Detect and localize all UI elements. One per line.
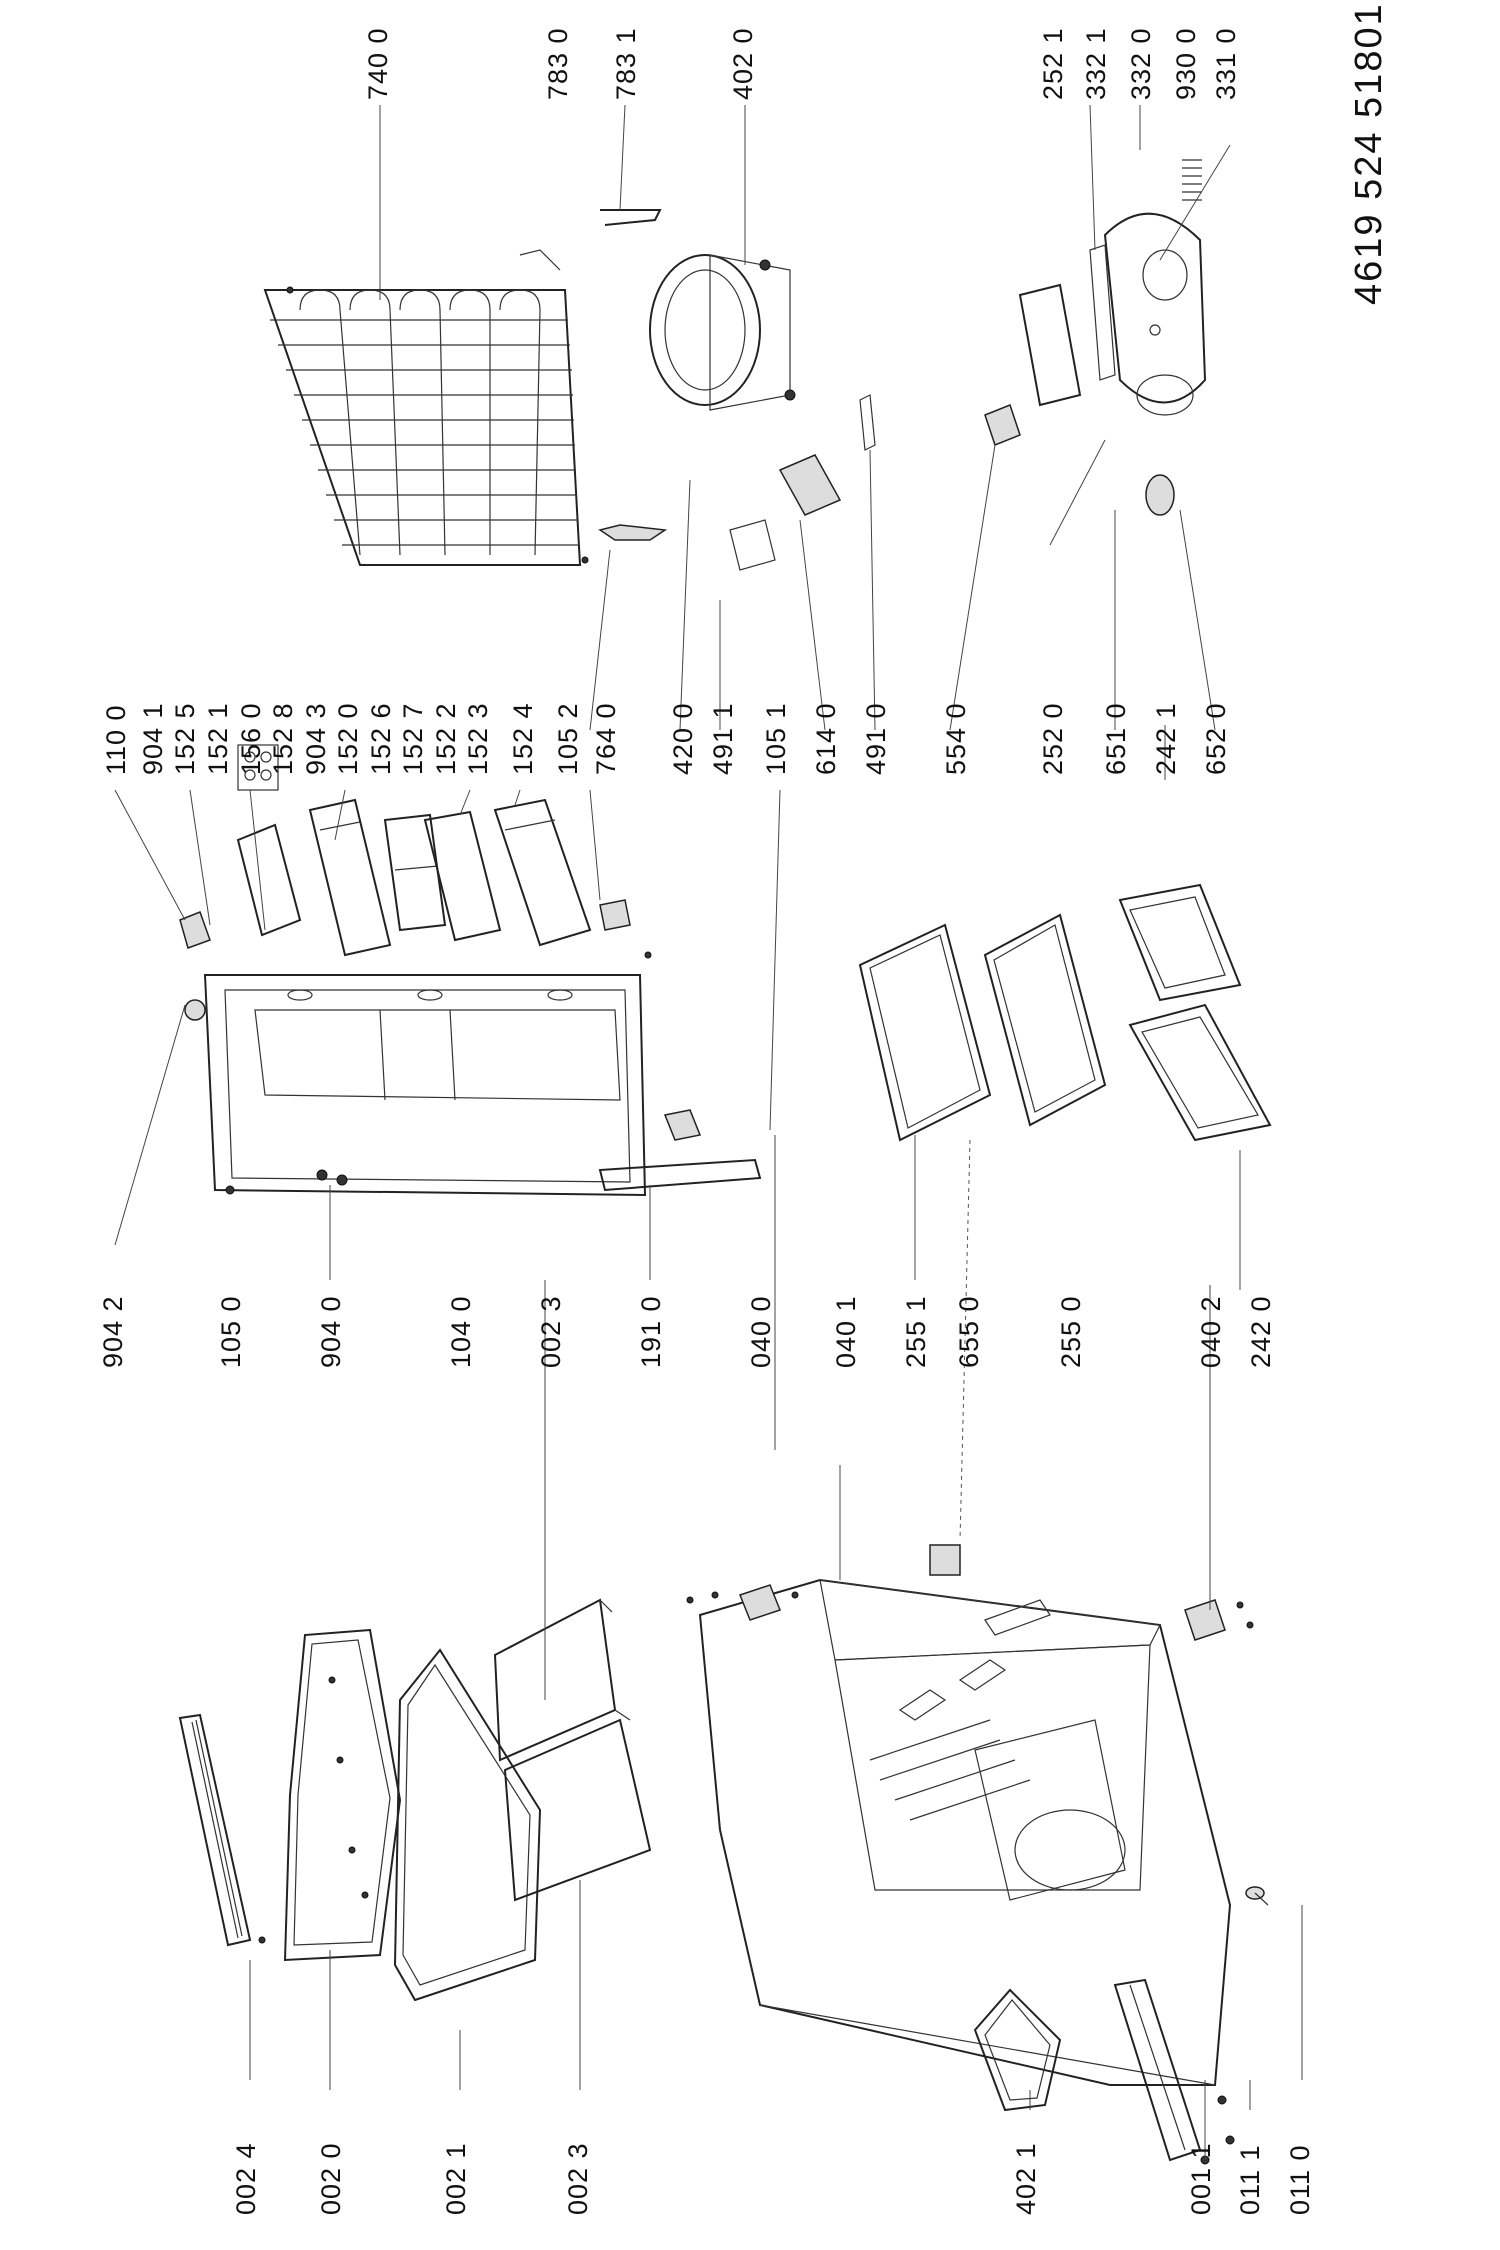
- label-0021: 002 1: [441, 2142, 471, 2215]
- hinge-bottom-0402: [1184, 1599, 1254, 1641]
- label-7400: 740 0: [363, 27, 393, 100]
- bracket-4911: [729, 519, 776, 571]
- label-7640: 764 0: [591, 702, 621, 775]
- label-1052: 105 2: [553, 702, 583, 775]
- bin-1527: [383, 813, 447, 932]
- bracket-1052: [599, 899, 652, 959]
- drier-7640: [598, 524, 668, 541]
- screws-9040: [316, 1169, 348, 1186]
- label-1100: 110 0: [101, 704, 131, 775]
- label-2420: 242 0: [1246, 1295, 1276, 1368]
- label-0400: 040 0: [746, 1295, 776, 1368]
- label-0023b: 002 3: [536, 1295, 566, 1368]
- label-1910: 191 0: [636, 1295, 666, 1368]
- label-0401: 040 1: [831, 1295, 861, 1368]
- label-0111: 011 1: [1235, 2144, 1265, 2215]
- tray-2550: [983, 913, 1107, 1127]
- document-number: 4619 524 51801: [1348, 2, 1390, 305]
- rail-0011: [1113, 1978, 1235, 2165]
- tray-2551: [858, 923, 992, 1142]
- label-1526: 152 6: [366, 702, 396, 775]
- label-2421: 242 1: [1151, 702, 1181, 775]
- relay-6140: [778, 454, 842, 516]
- label-1522: 152 2: [431, 702, 461, 775]
- egg-tray-1560: [237, 744, 279, 791]
- label-9043: 904 3: [301, 702, 331, 775]
- label-4200: 420 0: [668, 702, 698, 775]
- trim-1910: [598, 1109, 762, 1192]
- bin-1524: [493, 798, 592, 947]
- label-0023a: 002 3: [563, 2142, 593, 2215]
- label-6550: 655 0: [954, 1295, 984, 1368]
- thermostat-housing-2520: [1103, 212, 1207, 416]
- part-4910: [859, 394, 876, 451]
- label-1524: 152 4: [508, 702, 538, 775]
- lamp-6550: [929, 1544, 961, 1576]
- label-9042: 904 2: [98, 1295, 128, 1368]
- door-handle-0024: [178, 1713, 266, 1947]
- label-0110: 011 0: [1285, 2144, 1315, 2215]
- hinge-top-0400: [686, 1584, 799, 1621]
- spring-9300: [1182, 159, 1202, 201]
- label-2550: 255 0: [1056, 1295, 1086, 1368]
- label-7830: 783 0: [543, 27, 573, 100]
- label-4910: 491 0: [861, 702, 891, 775]
- lamp-cover-2521: [1018, 283, 1082, 407]
- bin-1523: [423, 810, 502, 942]
- label-2551: 255 1: [901, 1295, 931, 1368]
- label-2520: 252 0: [1038, 702, 1068, 775]
- label-9300: 930 0: [1171, 27, 1201, 100]
- control-box-4021: [973, 1988, 1062, 2112]
- leader-lines: [114, 104, 1303, 2160]
- bulb-6510: [1145, 474, 1175, 516]
- pipe-7831: [519, 209, 662, 271]
- label-1521: 152 1: [203, 702, 233, 775]
- label-1525: 152 5: [170, 702, 200, 775]
- label-1050: 105 0: [216, 1295, 246, 1368]
- label-4020: 402 0: [728, 27, 758, 100]
- door-frame-0020: [283, 1628, 402, 1962]
- bin-1520: [308, 798, 392, 957]
- label-6510: 651 0: [1101, 702, 1131, 775]
- door-liner-1040: [184, 974, 647, 1197]
- label-3310: 331 0: [1211, 27, 1241, 100]
- crisper-2420b: [1128, 1003, 1272, 1142]
- switch-5540: [984, 404, 1021, 446]
- label-4911: 491 1: [708, 702, 738, 775]
- label-1523: 152 3: [463, 702, 493, 775]
- label-1040: 104 0: [446, 1295, 476, 1368]
- label-2521: 252 1: [1038, 27, 1068, 100]
- knob-3321: [1089, 244, 1116, 381]
- label-0402: 040 2: [1196, 1295, 1226, 1368]
- door-inner-0023: [493, 1598, 652, 1902]
- label-1520: 152 0: [333, 702, 363, 775]
- label-9040: 904 0: [316, 1295, 346, 1368]
- foot-0110: [1245, 1886, 1269, 1906]
- label-3320: 332 0: [1126, 27, 1156, 100]
- label-0024: 002 4: [231, 2142, 261, 2215]
- label-4021: 402 1: [1011, 2142, 1041, 2215]
- cabinet-body: [698, 1578, 1232, 2086]
- compressor-4020: [649, 254, 796, 411]
- label-5540: 554 0: [941, 702, 971, 775]
- bin-1100: [179, 911, 211, 949]
- label-3321: 332 1: [1081, 27, 1111, 100]
- crisper-2420a: [1118, 883, 1242, 1002]
- label-0020: 002 0: [316, 2142, 346, 2215]
- door-panel-0021: [393, 1648, 542, 2002]
- label-0011: 001 1: [1186, 2142, 1216, 2215]
- condenser-7400: [263, 286, 589, 566]
- label-6140: 614 0: [811, 702, 841, 775]
- label-7831: 783 1: [611, 27, 641, 100]
- label-6520: 652 0: [1201, 702, 1231, 775]
- label-1051: 105 1: [761, 702, 791, 775]
- label-1528: 152 8: [268, 702, 298, 775]
- label-1560: 156 0: [236, 702, 266, 775]
- label-9041: 904 1: [138, 702, 168, 775]
- bin-1521: [236, 823, 302, 937]
- label-1527: 152 7: [398, 702, 428, 775]
